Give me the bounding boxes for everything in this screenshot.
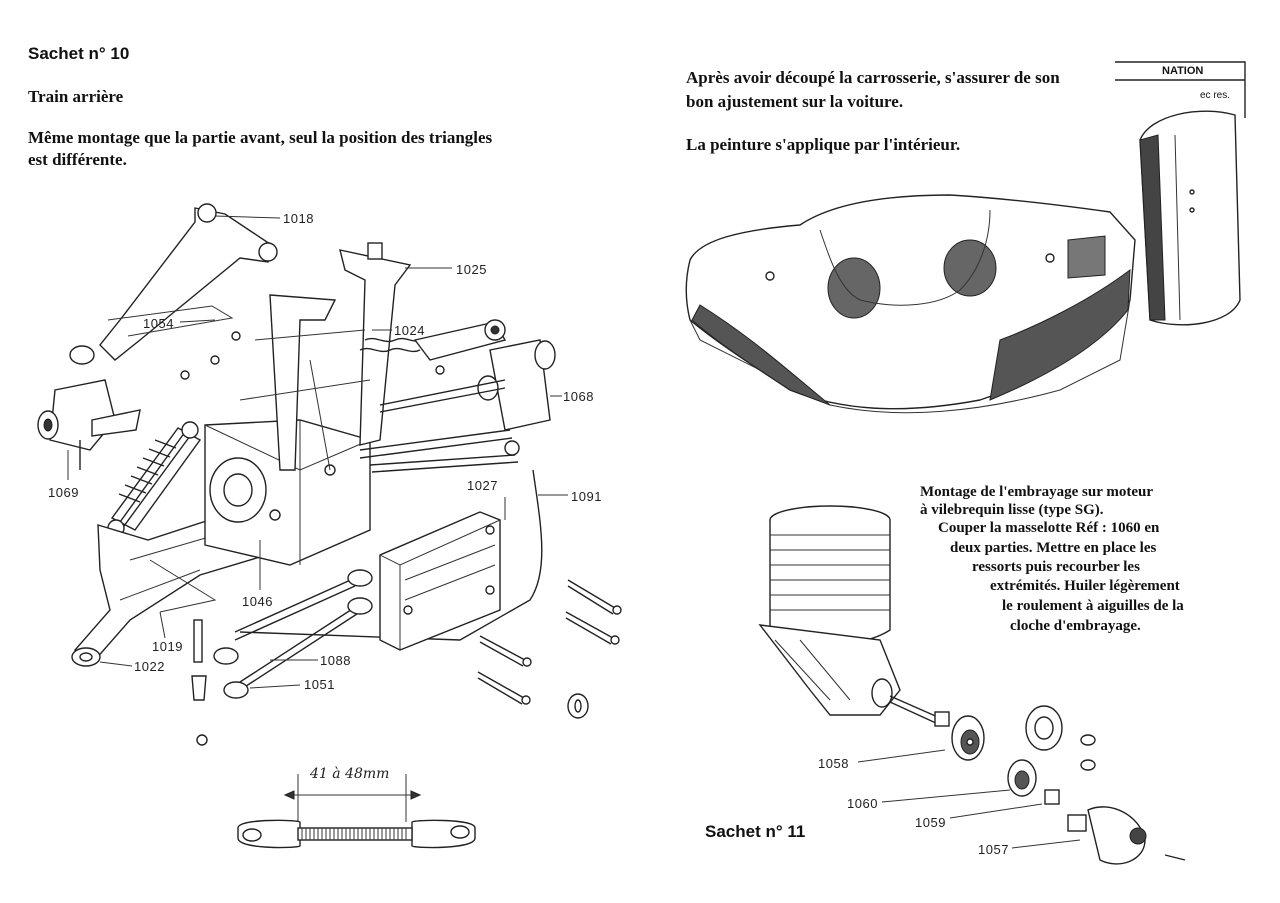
part-label-1058: 1058 (818, 756, 849, 771)
part-label-1069: 1069 (48, 485, 79, 500)
part-label-1088: 1088 (320, 653, 351, 668)
tag-text: NATION (1162, 65, 1204, 77)
tag-subtext: ec res. (1200, 90, 1231, 101)
car-body-drawing (685, 194, 1136, 414)
part-label-1051: 1051 (304, 677, 335, 692)
part-label-1019: 1019 (152, 639, 183, 654)
instruction-line-1: Même montage que la partie avant, seul l… (28, 128, 493, 147)
clutch-line-8: cloche d'embrayage. (1010, 618, 1141, 634)
bracket-1027 (379, 511, 501, 651)
part-label-1018: 1018 (283, 211, 314, 226)
part-label-1060: 1060 (847, 796, 878, 811)
clutch-line-6: extrémités. Huiler légèrement (990, 578, 1180, 594)
screws (477, 579, 622, 719)
clutch-line-7: le roulement à aiguilles de la (1002, 598, 1184, 614)
clutch-line-4: deux parties. Mettre en place les (950, 540, 1157, 556)
paint-instruction: La peinture s'applique par l'intérieur. (686, 135, 961, 154)
clutch-line-3: Couper la masselotte Réf : 1060 en (938, 520, 1160, 536)
dimension-label: 41 à 48mm (310, 766, 390, 782)
body-text-line-1: Après avoir découpé la carrosserie, s'as… (686, 68, 1060, 87)
part-label-1046: 1046 (242, 594, 273, 609)
turnbuckle-drawing (237, 774, 476, 849)
clutch-line-2: à vilebrequin lisse (type SG). (920, 502, 1104, 518)
part-label-1057: 1057 (978, 842, 1009, 857)
engine-clutch-drawing (758, 505, 1186, 865)
part-label-1059: 1059 (915, 815, 946, 830)
part-label-1091: 1091 (571, 489, 602, 504)
part-label-1025: 1025 (456, 262, 487, 277)
part-label-1022: 1022 (134, 659, 165, 674)
section-subtitle: Train arrière (28, 87, 124, 106)
shock-absorber (107, 421, 202, 537)
instruction-line-2: est différente. (28, 150, 127, 169)
part-label-1027: 1027 (467, 478, 498, 493)
rear-suspension-drawing (37, 203, 622, 746)
body-text-line-2: bon ajustement sur la voiture. (686, 92, 904, 111)
body-spoiler-drawing (1139, 110, 1241, 326)
part-label-1068: 1068 (563, 389, 594, 404)
clutch-line-5: ressorts puis recourber les (972, 559, 1140, 575)
tie-rods (191, 569, 373, 746)
clutch-line-1: Montage de l'embrayage sur moteur (920, 484, 1154, 500)
part-label-1024: 1024 (394, 323, 425, 338)
part-label-1054: 1054 (143, 316, 174, 331)
sachet-10-title: Sachet n° 10 (28, 44, 130, 63)
sachet-11-title: Sachet n° 11 (705, 822, 806, 841)
